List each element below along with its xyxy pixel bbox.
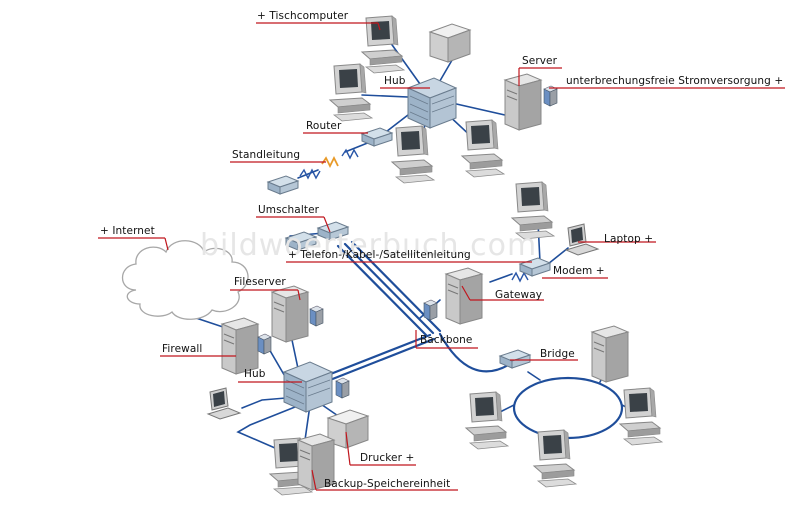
ups-unit	[335, 377, 350, 399]
label-fileserver: Fileserver	[234, 276, 286, 288]
fileserver	[271, 285, 309, 343]
internet-cloud	[121, 240, 249, 320]
desktop-computer	[391, 125, 435, 184]
label-backup: Backup-Speichereinheit	[324, 478, 451, 490]
label-gateway: Gateway	[495, 289, 543, 301]
label-laptop: Laptop +	[604, 233, 654, 245]
label-usv: unterbrechungsfreie Stromversorgung +	[566, 75, 784, 87]
desktop-computer	[361, 15, 405, 74]
label-server: Server	[522, 55, 558, 67]
server	[504, 73, 542, 131]
printer	[429, 23, 471, 63]
label-backbone: Backbone	[420, 334, 473, 346]
label-hub-top: Hub	[384, 75, 406, 87]
label-umschalter: Umschalter	[258, 204, 320, 216]
bridge	[499, 349, 531, 369]
gateway	[445, 267, 483, 325]
ups-unit	[423, 299, 438, 321]
modem	[267, 175, 299, 195]
ups-unit	[543, 85, 558, 107]
laptop	[207, 387, 241, 420]
label-bridge: Bridge	[540, 348, 575, 360]
label-internet: + Internet	[100, 225, 155, 237]
desktop-computer	[465, 391, 509, 450]
ups-unit	[309, 305, 324, 327]
label-drucker: Drucker +	[360, 452, 415, 464]
desktop-computer	[461, 119, 505, 178]
hub	[407, 77, 457, 129]
label-modem: Modem +	[553, 265, 605, 277]
desktop-computer	[619, 387, 663, 446]
desktop-computer	[329, 63, 373, 122]
firewall	[221, 317, 259, 375]
label-router: Router	[306, 120, 342, 132]
ups-unit	[257, 333, 272, 355]
hub	[283, 361, 333, 413]
router	[361, 127, 393, 147]
label-hub-bottom: Hub	[244, 368, 266, 380]
server	[591, 325, 629, 383]
watermark: bildwoerterbuch.com	[200, 228, 538, 263]
label-telefon: + Telefon-/Kabel-/Satellitenleitung	[288, 249, 471, 261]
leased-line-signal	[299, 148, 529, 283]
label-standleitung: Standleitung	[232, 149, 301, 161]
label-leaders	[98, 22, 785, 491]
label-firewall: Firewall	[162, 343, 203, 355]
label-tischcomputer: + Tischcomputer	[257, 10, 349, 22]
laptop	[565, 223, 599, 256]
